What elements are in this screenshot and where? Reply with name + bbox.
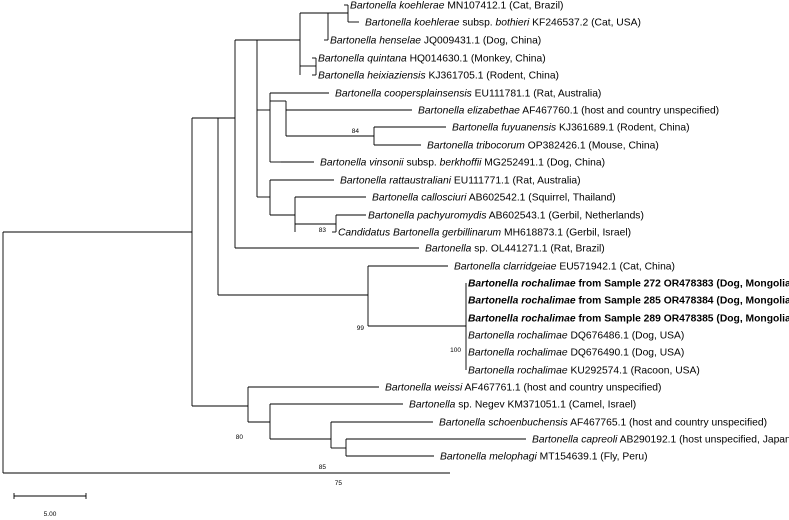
- taxon-label-part: Bartonella heixiaziensis: [318, 71, 426, 82]
- scale-bar-label: 5.00: [44, 511, 57, 518]
- taxon-label-part: DQ676486.1 (Dog, USA): [568, 331, 685, 342]
- taxon-label-part: Candidatus Bartonella gerbillinarum: [338, 228, 502, 239]
- bootstrap-schoenbuchensis-clade: 85: [319, 464, 327, 471]
- scale-bar: 5.00: [13, 493, 87, 518]
- taxon-label-part: Bartonella: [409, 400, 456, 411]
- taxon-label-part: EU111771.1 (Rat, Australia): [451, 176, 581, 187]
- taxon-label-bothieri: Bartonella koehlerae subsp. bothieri KF2…: [365, 18, 641, 29]
- taxon-label-part: MT154639.1 (Fly, Peru): [537, 452, 648, 463]
- taxon-label-melophagi: Bartonella melophagi MT154639.1 (Fly, Pe…: [440, 452, 648, 463]
- taxon-label-part: AB602542.1 (Squirrel, Thailand): [466, 193, 615, 204]
- taxon-label-part: Bartonella rochalimae: [468, 279, 576, 290]
- taxon-label-henselae: Bartonella henselae JQ009431.1 (Dog, Chi…: [330, 36, 541, 47]
- taxon-label-part: berkhoffii: [440, 158, 482, 169]
- taxon-label-part: Bartonella rochalimae: [468, 348, 568, 359]
- taxon-label-part: Bartonella pachyuromydis: [368, 211, 486, 222]
- taxon-label-part: DQ676490.1 (Dog, USA): [568, 348, 685, 359]
- taxon-label-part: sp. Negev KM371051.1 (Camel, Israel): [455, 400, 636, 411]
- taxon-label-part: AB290192.1 (host unspecified, Japan): [617, 435, 789, 446]
- taxon-label-part: Bartonella rochalimae: [468, 331, 568, 342]
- bootstrap-fuyuanensis-tribocorum: 84: [352, 128, 360, 135]
- taxon-label-part: KF246537.2 (Cat, USA): [529, 18, 641, 29]
- taxon-label-part: Bartonella melophagi: [440, 452, 537, 463]
- taxon-label-quintana: Bartonella quintana HQ014630.1 (Monkey, …: [318, 54, 546, 65]
- bootstrap-capreoli-melophagi: 75: [335, 480, 343, 487]
- taxon-label-part: Bartonella tribocorum: [427, 141, 525, 152]
- taxon-label-part: MH618873.1 (Gerbil, Israel): [501, 228, 631, 239]
- taxon-label-part: sp. OL441271.1 (Rat, Brazil): [471, 244, 604, 255]
- taxon-label-bsp-negev: Bartonella sp. Negev KM371051.1 (Camel, …: [409, 400, 636, 411]
- taxon-label-part: from Sample 285 OR478384 (Dog, Mongolia): [576, 296, 789, 307]
- taxon-label-weissi: Bartonella weissi AF467761.1 (host and c…: [385, 383, 661, 394]
- taxon-label-part: Bartonella schoenbuchensis: [439, 418, 568, 429]
- taxon-label-part: Bartonella coopersplainsensis: [335, 89, 472, 100]
- taxon-label-part: Bartonella fuyuanensis: [452, 123, 556, 134]
- taxon-label-rattaustraliani: Bartonella rattaustraliani EU111771.1 (R…: [340, 176, 581, 187]
- tree-branches: [2, 4, 526, 474]
- taxon-label-bsp-ol: Bartonella sp. OL441271.1 (Rat, Brazil): [425, 244, 605, 255]
- bootstrap-rochalimae-clade: 99: [357, 325, 365, 332]
- taxon-label-heixiaziensis: Bartonella heixiaziensis KJ361705.1 (Rod…: [318, 71, 559, 82]
- taxon-label-part: Bartonella rochalimae: [468, 314, 576, 325]
- bootstrap-callosciuri-clade: 83: [319, 227, 327, 234]
- taxon-label-part: Bartonella callosciuri: [372, 193, 467, 204]
- taxon-label-roch-272: Bartonella rochalimae from Sample 272 OR…: [468, 279, 789, 290]
- taxon-label-koehlerae: Bartonella koehlerae MN107412.1 (Cat, Br…: [350, 1, 564, 12]
- taxon-label-part: MG252491.1 (Dog, China): [481, 158, 605, 169]
- taxon-label-part: Bartonella rochalimae: [468, 366, 568, 377]
- taxon-label-part: MN107412.1 (Cat, Brazil): [444, 1, 563, 12]
- taxon-label-roch-dq486: Bartonella rochalimae DQ676486.1 (Dog, U…: [468, 331, 684, 342]
- taxon-label-part: Bartonella rattaustraliani: [340, 176, 452, 187]
- bootstrap-values: 84 83 99 100 80 85 75: [236, 128, 462, 487]
- taxon-label-clarridgeiae: Bartonella clarridgeiae EU571942.1 (Cat,…: [454, 262, 675, 273]
- taxon-label-roch-285: Bartonella rochalimae from Sample 285 OR…: [468, 296, 789, 307]
- taxon-label-roch-dq490: Bartonella rochalimae DQ676490.1 (Dog, U…: [468, 348, 684, 359]
- taxon-label-vinsonii: Bartonella vinsonii subsp. berkhoffii MG…: [320, 158, 605, 169]
- taxon-label-gerbillinarum: Candidatus Bartonella gerbillinarum MH61…: [338, 228, 631, 239]
- taxon-label-elizabethae: Bartonella elizabethae AF467760.1 (host …: [418, 106, 719, 117]
- taxon-label-part: KU292574.1 (Racoon, USA): [568, 366, 700, 377]
- taxon-label-part: Bartonella elizabethae: [418, 106, 520, 117]
- taxon-label-part: EU111781.1 (Rat, Australia): [472, 89, 602, 100]
- taxon-label-capreoli: Bartonella capreoli AB290192.1 (host uns…: [532, 435, 789, 446]
- taxon-label-part: JQ009431.1 (Dog, China): [421, 36, 541, 47]
- taxon-label-roch-ku: Bartonella rochalimae KU292574.1 (Racoon…: [468, 366, 700, 377]
- taxon-label-fuyuanensis: Bartonella fuyuanensis KJ361689.1 (Roden…: [452, 123, 690, 134]
- taxon-label-part: Bartonella: [425, 244, 472, 255]
- taxon-label-roch-289: Bartonella rochalimae from Sample 289 OR…: [468, 314, 789, 325]
- taxon-label-part: Bartonella weissi: [385, 383, 463, 394]
- taxon-label-part: AF467761.1 (host and country unspecified…: [462, 383, 661, 394]
- taxon-label-part: from Sample 272 OR478383 (Dog, Mongolia): [576, 279, 789, 290]
- taxon-label-part: Bartonella vinsonii: [320, 158, 404, 169]
- taxon-label-part: Bartonella quintana: [318, 54, 407, 65]
- taxon-label-part: AB602543.1 (Gerbil, Netherlands): [486, 211, 643, 222]
- taxon-label-part: Bartonella henselae: [330, 36, 421, 47]
- taxon-label-part: Bartonella koehlerae: [350, 1, 445, 12]
- bootstrap-rochalimae-subclade: 100: [450, 347, 461, 354]
- taxon-label-part: from Sample 289 OR478385 (Dog, Mongolia): [576, 314, 789, 325]
- taxon-label-part: AF467760.1 (host and country unspecified…: [520, 106, 719, 117]
- taxon-label-schoenbuchensis: Bartonella schoenbuchensis AF467765.1 (h…: [439, 418, 767, 429]
- taxon-label-part: Bartonella rochalimae: [468, 296, 576, 307]
- taxon-label-part: Bartonella clarridgeiae: [454, 262, 557, 273]
- taxon-label-part: subsp.: [459, 18, 495, 29]
- bootstrap-ruminant-clade: 80: [236, 434, 244, 441]
- taxon-label-part: KJ361705.1 (Rodent, China): [426, 71, 559, 82]
- taxon-label-callosciuri: Bartonella callosciuri AB602542.1 (Squir…: [372, 193, 616, 204]
- taxon-labels: Bartonella koehlerae MN107412.1 (Cat, Br…: [318, 1, 789, 463]
- taxon-label-coopersplainsensis: Bartonella coopersplainsensis EU111781.1…: [335, 89, 601, 100]
- taxon-label-part: Bartonella capreoli: [532, 435, 618, 446]
- taxon-label-part: HQ014630.1 (Monkey, China): [407, 54, 546, 65]
- taxon-label-part: AF467765.1 (host and country unspecified…: [568, 418, 767, 429]
- taxon-label-part: OP382426.1 (Mouse, China): [525, 141, 659, 152]
- taxon-label-pachyuromydis: Bartonella pachyuromydis AB602543.1 (Ger…: [368, 211, 644, 222]
- taxon-label-part: Bartonella koehlerae: [365, 18, 460, 29]
- taxon-label-tribocorum: Bartonella tribocorum OP382426.1 (Mouse,…: [427, 141, 659, 152]
- taxon-label-part: subsp.: [404, 158, 440, 169]
- taxon-label-part: bothieri: [496, 18, 530, 29]
- taxon-label-part: EU571942.1 (Cat, China): [556, 262, 674, 273]
- taxon-label-part: KJ361689.1 (Rodent, China): [556, 123, 689, 134]
